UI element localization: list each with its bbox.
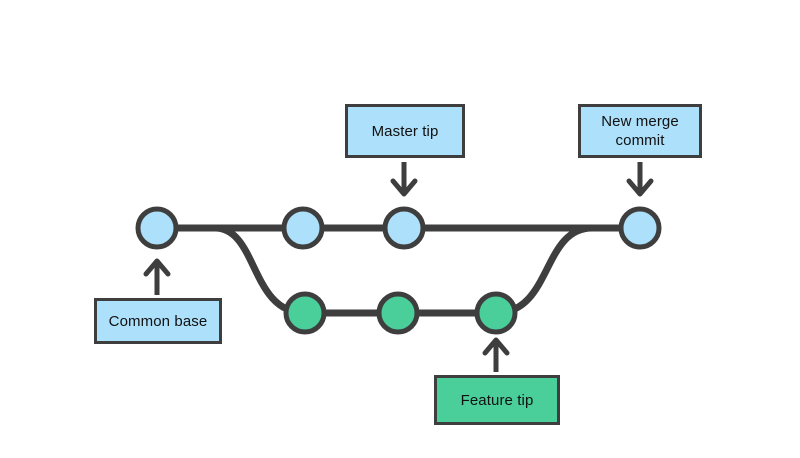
arrow-merge-commit-icon (626, 162, 654, 197)
commit-node-master-3[interactable] (382, 206, 426, 250)
commit-node-merge[interactable] (618, 206, 662, 250)
arrow-feature-tip-icon (482, 337, 510, 372)
label-master-tip[interactable]: Master tip (345, 104, 465, 158)
commit-node-feature-3[interactable] (474, 291, 518, 335)
label-new-merge-commit[interactable]: New merge commit (578, 104, 702, 158)
label-common-base[interactable]: Common base (94, 298, 222, 344)
arrow-common-base-icon (143, 258, 171, 295)
commit-node-feature-2[interactable] (376, 291, 420, 335)
commit-node-feature-1[interactable] (283, 291, 327, 335)
commit-node-master-1[interactable] (135, 206, 179, 250)
arrow-master-tip-icon (390, 162, 418, 197)
commit-node-master-2[interactable] (281, 206, 325, 250)
label-feature-tip[interactable]: Feature tip (434, 375, 560, 425)
